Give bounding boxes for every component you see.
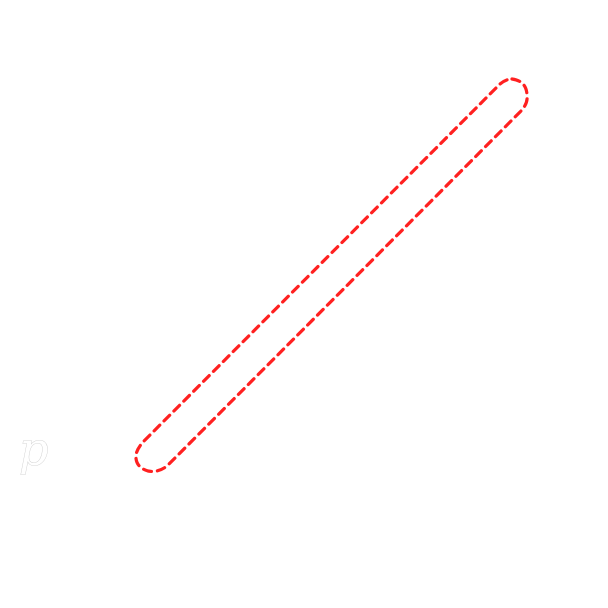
capsule-outline [134, 77, 529, 474]
diagram-label-p: p [19, 422, 48, 476]
dashed-capsule-shape [134, 77, 529, 474]
